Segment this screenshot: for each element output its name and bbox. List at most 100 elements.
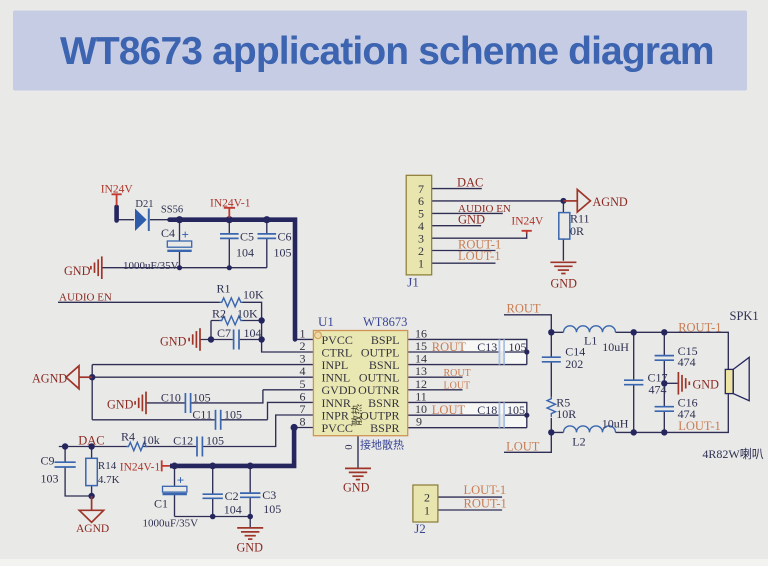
svg-text:GND: GND — [237, 541, 264, 555]
svg-text:BSPL: BSPL — [371, 333, 400, 347]
svg-text:R11: R11 — [570, 212, 590, 226]
svg-text:BSPR: BSPR — [370, 421, 399, 435]
svg-text:GVDD: GVDD — [322, 383, 357, 397]
svg-text:GND: GND — [160, 335, 187, 349]
svg-text:8: 8 — [300, 415, 306, 429]
svg-text:15: 15 — [415, 339, 427, 353]
svg-text:AUDIO EN: AUDIO EN — [59, 292, 112, 304]
svg-text:474: 474 — [678, 407, 696, 421]
svg-text:BSNR: BSNR — [368, 396, 399, 410]
svg-text:R1: R1 — [217, 282, 231, 296]
svg-text:105: 105 — [507, 403, 525, 417]
svg-text:PVCC: PVCC — [322, 421, 353, 435]
svg-text:LOUT: LOUT — [444, 380, 471, 391]
svg-text:10R: 10R — [556, 407, 576, 421]
svg-text:ROUT-1: ROUT-1 — [464, 496, 507, 510]
svg-text:C2: C2 — [225, 489, 239, 503]
svg-text:+: + — [182, 227, 189, 242]
svg-text:6: 6 — [418, 194, 424, 208]
svg-text:C1: C1 — [154, 497, 168, 511]
svg-text:BSNL: BSNL — [369, 358, 400, 372]
svg-text:0: 0 — [344, 445, 355, 450]
svg-text:14: 14 — [415, 352, 427, 366]
svg-text:OUTNL: OUTNL — [359, 371, 400, 385]
svg-text:4: 4 — [300, 364, 306, 378]
svg-text:IN24V-1: IN24V-1 — [120, 461, 161, 473]
svg-text:C11: C11 — [192, 408, 212, 422]
svg-text:4R82W喇叭: 4R82W喇叭 — [702, 446, 763, 461]
svg-text:C7: C7 — [217, 326, 231, 340]
svg-text:C14: C14 — [565, 345, 585, 359]
svg-text:2: 2 — [424, 490, 430, 504]
svg-text:IN24V-1: IN24V-1 — [210, 197, 251, 209]
svg-text:INNL: INNL — [322, 371, 351, 385]
svg-text:GND: GND — [64, 264, 91, 278]
svg-text:1: 1 — [424, 503, 430, 517]
svg-text:C3: C3 — [262, 488, 276, 502]
svg-text:9: 9 — [416, 415, 422, 429]
svg-text:L2: L2 — [572, 434, 585, 448]
svg-text:AUDIO EN: AUDIO EN — [458, 203, 511, 215]
svg-text:INNR: INNR — [322, 396, 351, 410]
svg-text:INPR: INPR — [322, 408, 349, 422]
svg-text:ROUT: ROUT — [507, 302, 541, 316]
svg-text:6: 6 — [300, 389, 306, 403]
svg-text:2: 2 — [418, 244, 424, 258]
svg-text:J2: J2 — [414, 521, 426, 536]
svg-text:1: 1 — [300, 326, 306, 340]
svg-text:GND: GND — [551, 277, 578, 291]
svg-text:LOUT-1: LOUT-1 — [464, 483, 507, 497]
svg-text:7: 7 — [418, 182, 424, 196]
svg-text:4.7K: 4.7K — [98, 474, 120, 486]
svg-text:7: 7 — [300, 402, 306, 416]
svg-text:R14: R14 — [98, 460, 117, 472]
svg-text:474: 474 — [649, 383, 667, 397]
svg-text:2: 2 — [300, 339, 306, 353]
svg-text:1000uF/35V: 1000uF/35V — [143, 518, 199, 530]
svg-text:ROUT-1: ROUT-1 — [458, 238, 501, 252]
svg-text:OUTPR: OUTPR — [360, 408, 399, 422]
svg-text:D21: D21 — [135, 199, 153, 210]
svg-text:GND: GND — [458, 213, 485, 227]
svg-text:C18: C18 — [477, 403, 497, 417]
svg-text:3: 3 — [300, 352, 306, 366]
svg-text:GND: GND — [343, 481, 370, 495]
svg-text:J1: J1 — [407, 275, 419, 290]
svg-text:105: 105 — [193, 391, 211, 405]
svg-text:LOUT: LOUT — [432, 403, 466, 417]
svg-text:13: 13 — [415, 364, 427, 378]
svg-text:WT8673: WT8673 — [363, 315, 407, 329]
svg-text:104: 104 — [236, 246, 254, 260]
svg-text:接地散热: 接地散热 — [360, 438, 404, 452]
svg-text:CTRL: CTRL — [322, 345, 353, 359]
svg-text:10uH: 10uH — [602, 340, 629, 354]
svg-text:AGND: AGND — [32, 372, 67, 386]
svg-text:C12: C12 — [173, 433, 193, 447]
svg-text:202: 202 — [565, 357, 583, 371]
svg-text:474: 474 — [678, 355, 696, 369]
svg-text:3: 3 — [418, 232, 424, 246]
svg-text:105: 105 — [224, 408, 242, 422]
svg-text:C5: C5 — [240, 230, 254, 244]
svg-text:16: 16 — [415, 326, 427, 340]
svg-text:R4: R4 — [121, 430, 135, 444]
svg-text:R5: R5 — [556, 396, 570, 410]
svg-text:DAC: DAC — [78, 433, 104, 447]
svg-text:0R: 0R — [570, 224, 584, 238]
svg-text:10k: 10k — [142, 433, 160, 447]
svg-text:105: 105 — [274, 246, 292, 260]
svg-text:GND: GND — [693, 378, 720, 392]
svg-text:OUTPL: OUTPL — [361, 345, 400, 359]
svg-text:10: 10 — [415, 402, 427, 416]
svg-text:C13: C13 — [477, 340, 497, 354]
svg-text:C6: C6 — [278, 230, 292, 244]
svg-text:105: 105 — [206, 433, 224, 447]
svg-text:L1: L1 — [584, 334, 597, 348]
svg-text:C17: C17 — [648, 370, 668, 384]
svg-text:IN24V: IN24V — [511, 215, 544, 227]
svg-text:AGND: AGND — [76, 523, 109, 535]
svg-text:C4: C4 — [161, 226, 175, 240]
svg-text:10K: 10K — [237, 307, 258, 321]
svg-text:ROUT: ROUT — [444, 368, 471, 379]
svg-text:105: 105 — [509, 340, 527, 354]
